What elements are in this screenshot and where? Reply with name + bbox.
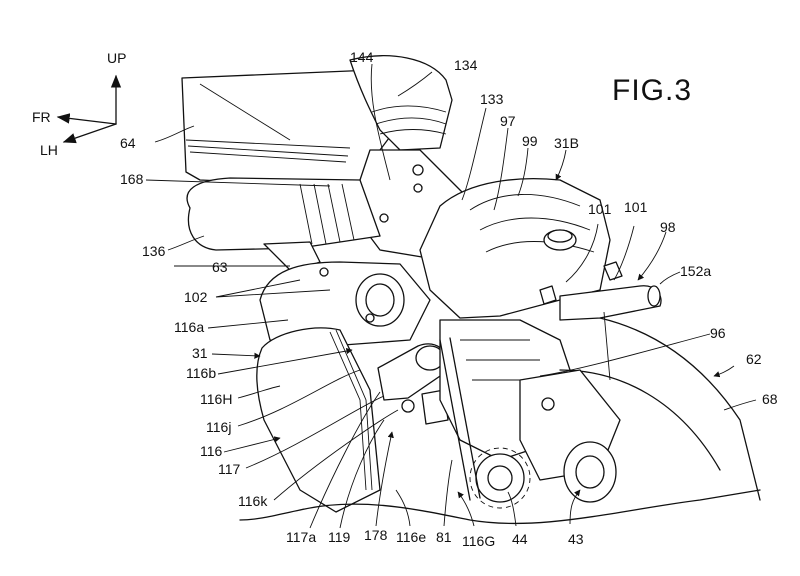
label-44: 44 <box>512 531 528 547</box>
label-116b: 116b <box>186 365 216 381</box>
label-64: 64 <box>120 135 136 151</box>
label-63: 63 <box>212 259 228 275</box>
label-102: 102 <box>184 289 208 305</box>
frame <box>599 317 761 501</box>
label-81: 81 <box>436 529 452 545</box>
label-68: 68 <box>762 391 778 407</box>
label-116G: 116G <box>462 533 495 549</box>
label-99: 99 <box>522 133 538 149</box>
label-43: 43 <box>568 531 584 547</box>
leader-lines <box>145 63 757 529</box>
label-31B: 31B <box>554 135 579 151</box>
label-134: 134 <box>454 57 478 73</box>
label-136: 136 <box>142 243 166 259</box>
intake-elbow <box>349 55 453 151</box>
label-116e: 116e <box>396 529 426 545</box>
label-133: 133 <box>480 91 504 107</box>
label-178: 178 <box>364 527 388 543</box>
intake-hose <box>186 177 381 251</box>
label-116a: 116a <box>174 319 204 335</box>
label-62: 62 <box>746 351 762 367</box>
label-116H: 116H <box>200 391 232 407</box>
label-144: 144 <box>350 49 374 65</box>
orientation-indicator: UP FR LH <box>32 50 126 158</box>
label-152a: 152a <box>680 263 711 279</box>
engine-drawing <box>181 55 761 525</box>
left-label: LH <box>40 142 58 158</box>
label-117a: 117a <box>286 529 316 545</box>
label-117: 117 <box>218 461 241 477</box>
front-label: FR <box>32 109 51 125</box>
label-31: 31 <box>192 345 208 361</box>
left-arrow-icon <box>62 123 117 144</box>
label-116j: 116j <box>206 419 231 435</box>
label-168: 168 <box>120 171 144 187</box>
front-arrow-icon <box>56 113 117 125</box>
cylinder-head-cover <box>419 178 611 319</box>
label-98: 98 <box>660 219 676 235</box>
label-97: 97 <box>500 113 516 129</box>
label-96: 96 <box>710 325 726 341</box>
figure-title: FIG.3 <box>612 74 692 107</box>
label-116k: 116k <box>238 493 268 509</box>
sprocket <box>469 447 531 509</box>
label-119: 119 <box>328 529 351 545</box>
reference-labels: 144 134 133 97 99 31B 64 168 136 63 102 … <box>120 49 778 549</box>
label-101-left: 101 <box>588 201 612 217</box>
label-101-right: 101 <box>624 199 648 215</box>
up-label: UP <box>107 50 126 66</box>
label-116: 116 <box>200 443 223 459</box>
